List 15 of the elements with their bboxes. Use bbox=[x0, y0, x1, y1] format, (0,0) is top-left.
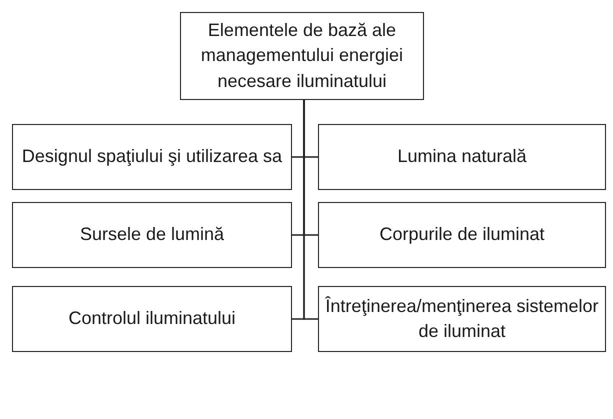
box-label: Corpurile de iluminat bbox=[379, 223, 545, 246]
text-box bbox=[180, 12, 424, 100]
box-label: Întreţinerea/menţinerea sistemelor de iluminat bbox=[325, 294, 599, 343]
text-box bbox=[318, 124, 606, 190]
text-box bbox=[318, 286, 606, 352]
box-label: Sursele de lumină bbox=[80, 223, 224, 246]
connector-line bbox=[303, 100, 318, 320]
box-label: Controlul iluminatului bbox=[68, 307, 236, 330]
text-box bbox=[12, 202, 292, 268]
text-box bbox=[318, 202, 606, 268]
text-box bbox=[12, 286, 292, 352]
box-label: Designul spaţiului şi utilizarea sa bbox=[22, 145, 282, 168]
box-label: Lumina naturală bbox=[397, 145, 527, 168]
text-box bbox=[12, 124, 292, 190]
box-label: Elementele de bază ale managementului energiei necesare iluminatului bbox=[200, 19, 404, 93]
